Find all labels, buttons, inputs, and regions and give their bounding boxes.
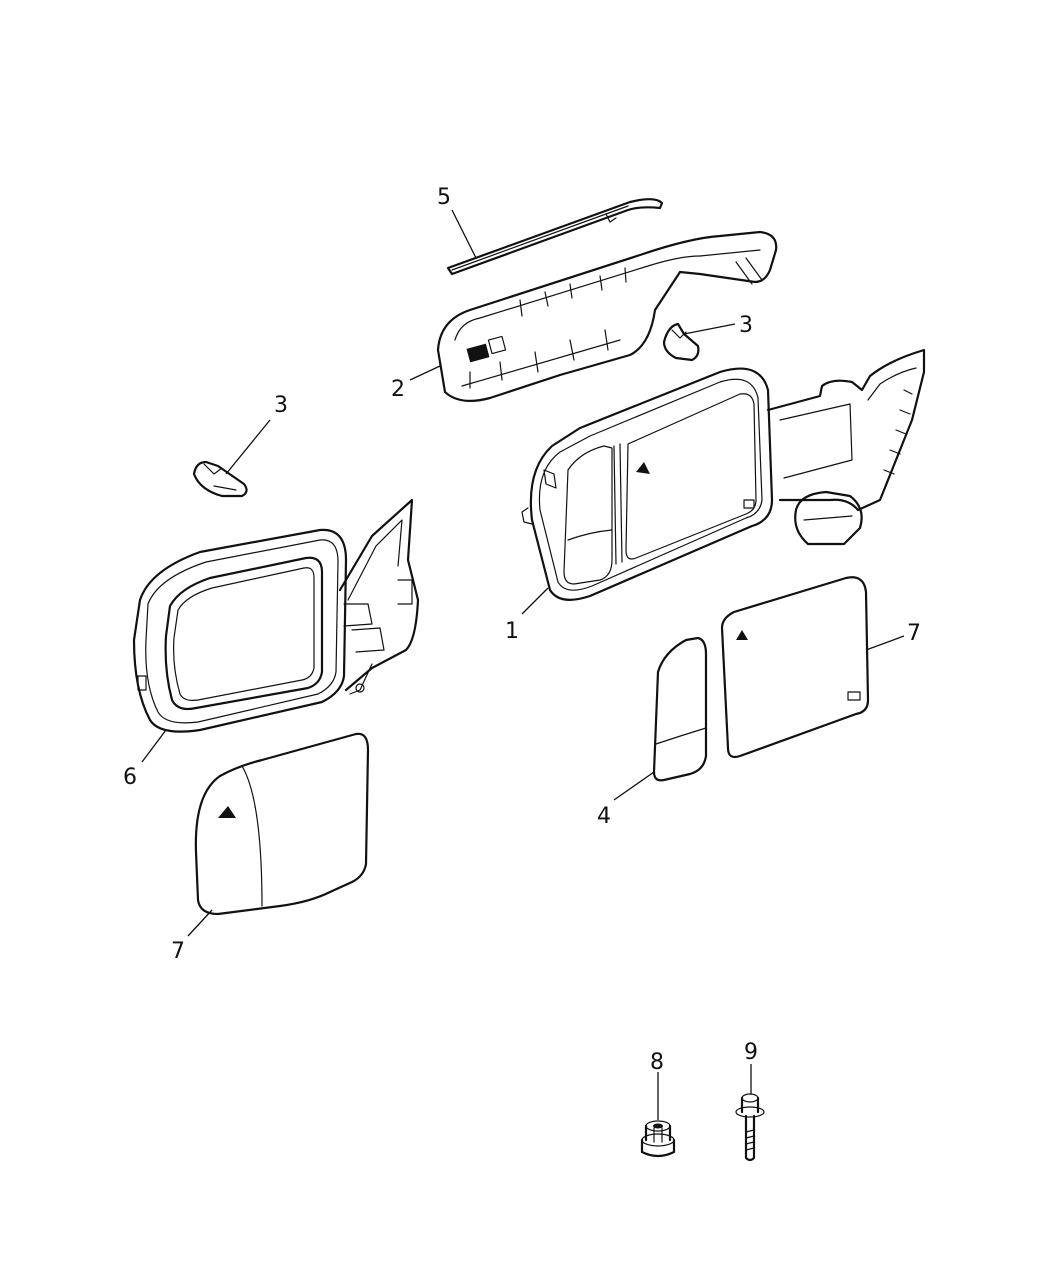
spotter-glass-icon xyxy=(652,636,708,782)
bolt-icon xyxy=(735,1093,765,1162)
callout-6: 6 xyxy=(123,765,137,790)
callout-4: 4 xyxy=(597,804,611,829)
callout-5: 5 xyxy=(437,185,451,210)
callout-3: 3 xyxy=(274,393,288,418)
callout-8: 8 xyxy=(650,1050,664,1075)
clip-icon xyxy=(192,460,248,498)
standard-mirror-assembly-icon xyxy=(132,498,420,733)
callout-2: 2 xyxy=(391,377,405,402)
leader-lines xyxy=(141,209,905,1120)
mirror-cover-icon xyxy=(436,230,778,403)
trim-strip-icon xyxy=(446,198,664,276)
callout-3: 3 xyxy=(739,313,753,338)
clip-icon xyxy=(662,322,700,362)
towing-mirror-assembly-icon xyxy=(521,348,926,601)
flange-nut-icon xyxy=(640,1120,676,1158)
callout-9: 9 xyxy=(744,1040,758,1065)
callout-7: 7 xyxy=(171,939,185,964)
callout-7: 7 xyxy=(907,621,921,646)
callout-1: 1 xyxy=(505,619,519,644)
mirror-glass-icon xyxy=(194,732,370,916)
mirror-glass-icon xyxy=(720,576,870,759)
